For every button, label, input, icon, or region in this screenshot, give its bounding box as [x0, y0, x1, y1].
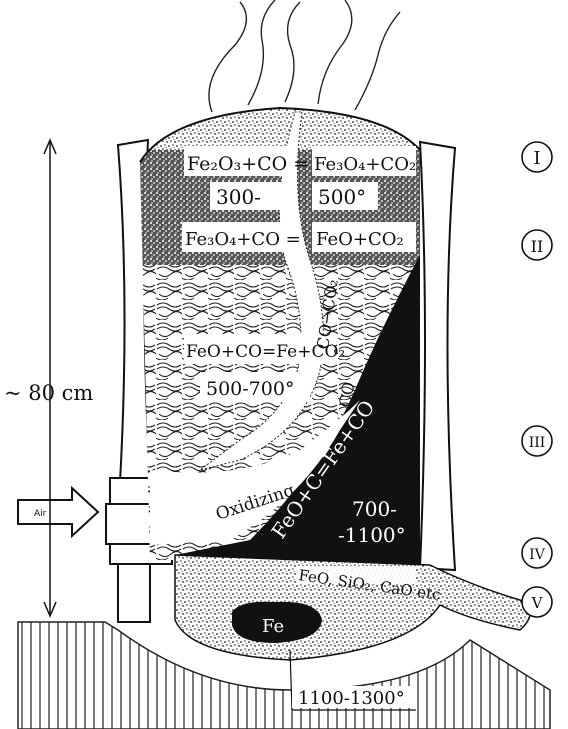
iron-temp-label: 1100-1300°: [298, 688, 405, 709]
reaction-4-temp-b: -1100°: [338, 523, 406, 547]
iron-label: Fe: [262, 616, 284, 637]
reaction-3-temp: 500-700°: [206, 378, 294, 400]
reaction-1-left: Fe₂O₃+CO =: [187, 153, 309, 175]
smoke-plumes: [209, 0, 400, 112]
zone-markers: I II III IV V: [522, 142, 552, 617]
reaction-box-1b: Fe₃O₄+CO₂: [312, 146, 416, 176]
zone-ii-label: II: [531, 237, 544, 256]
air-label: Air: [34, 509, 47, 519]
height-dimension: [44, 140, 56, 616]
zone-i-label: I: [533, 148, 540, 169]
temp-1a: 300-: [216, 185, 261, 209]
zone-marker-v: V: [522, 587, 552, 617]
reaction-4-temp-a: 700-: [352, 497, 397, 521]
reaction-2-left: Fe₃O₄+CO =: [185, 229, 301, 250]
zone-iii-label: III: [529, 435, 546, 451]
reaction-1-right: Fe₃O₄+CO₂: [314, 154, 416, 175]
zone-v-label: V: [531, 594, 544, 612]
zone-marker-iii: III: [522, 426, 552, 456]
zone-marker-ii: II: [522, 230, 552, 260]
zone-marker-i: I: [522, 142, 552, 172]
zone-iv-label: IV: [529, 547, 546, 563]
reaction-2-right: FeO+CO₂: [316, 229, 404, 250]
reaction-box-1: Fe₂O₃+CO =: [184, 146, 309, 176]
zone-marker-iv: IV: [522, 538, 552, 568]
height-label: ~ 80 cm: [4, 381, 93, 405]
right-furnace-wall: [420, 142, 455, 570]
temp-1b: 500°: [318, 185, 366, 209]
air-arrow: Air: [18, 488, 98, 536]
